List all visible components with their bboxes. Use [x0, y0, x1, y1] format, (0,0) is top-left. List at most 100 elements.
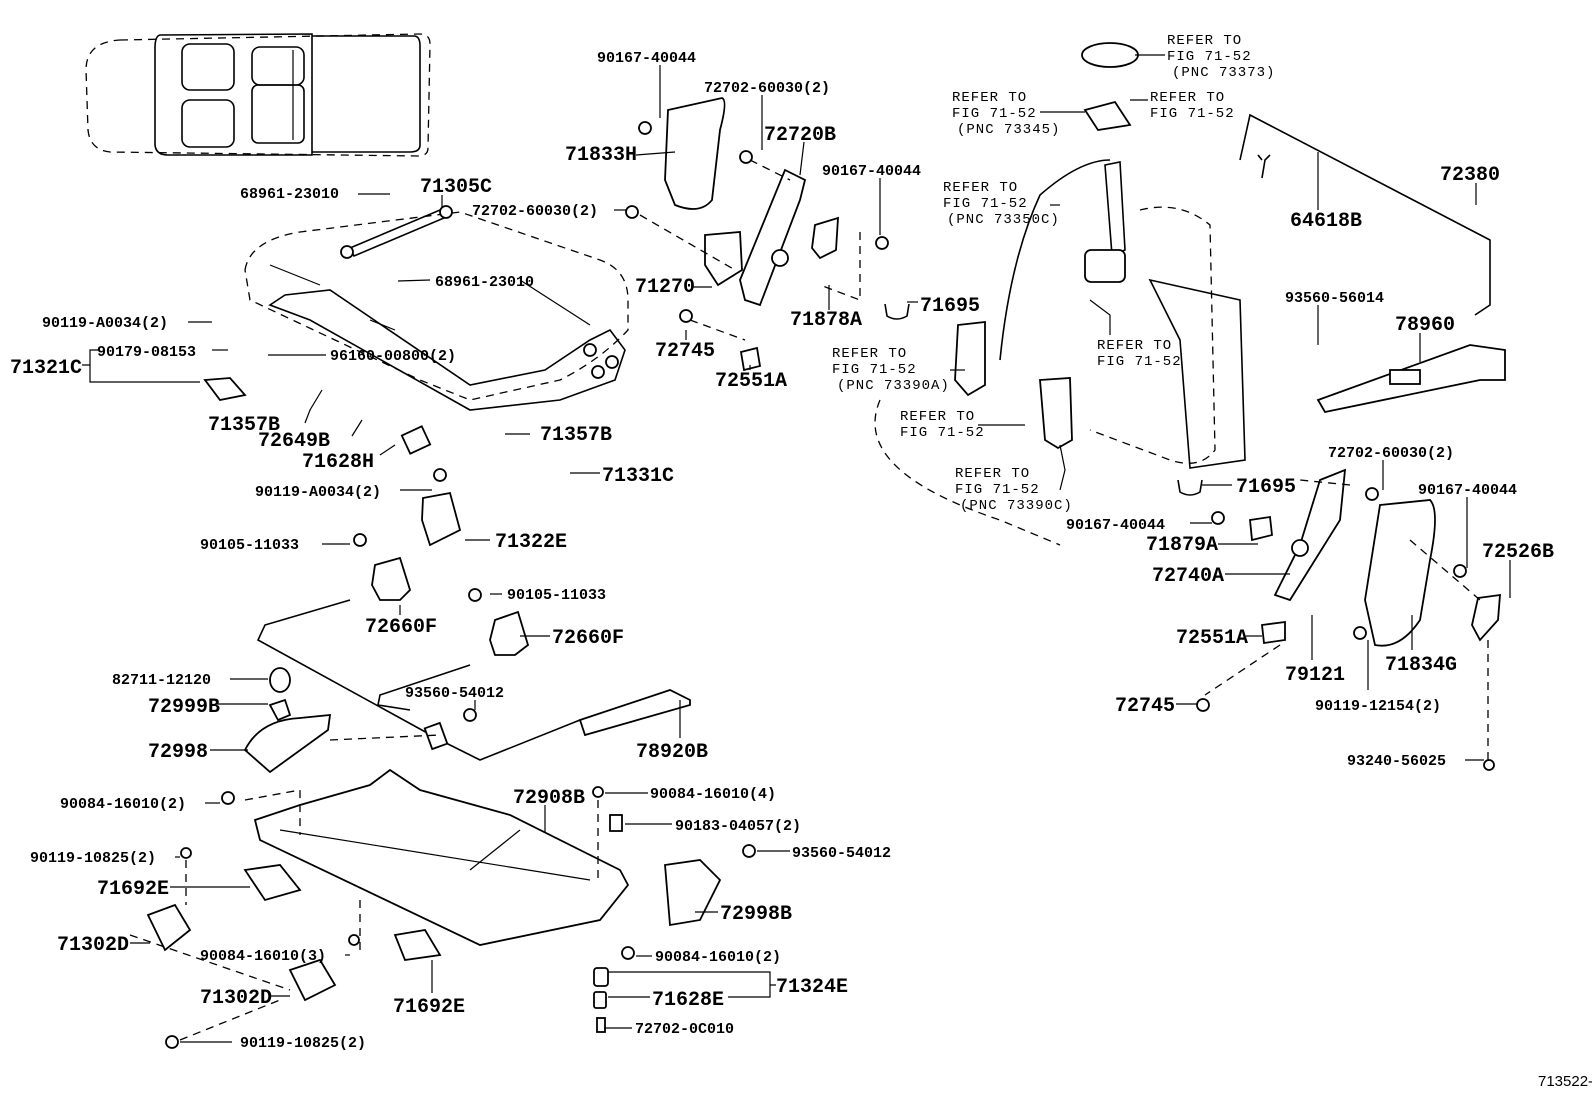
- callout-71628E: 71628E: [652, 989, 724, 1012]
- callout-71833H: 71833H: [565, 144, 637, 167]
- callout-72999B: 72999B: [148, 696, 220, 719]
- hinge-cover-and-bracket: [625, 97, 889, 372]
- callout-71692E: 71692E: [393, 996, 465, 1019]
- leader-lines: [82, 54, 1511, 1043]
- callout-93560-56014: 93560-56014: [1285, 290, 1384, 307]
- callout-72740A: 72740A: [1152, 565, 1224, 588]
- callout-90105-11033: 90105-11033: [507, 587, 606, 604]
- reference-notes: REFER TO FIG 71-52 (PNC 73373) REFER TO …: [832, 33, 1275, 514]
- vehicle-locator-outline: [85, 33, 431, 157]
- callout-90084-16010: 90084-16010(2): [60, 796, 186, 813]
- callout-93240-56025: 93240-56025: [1347, 753, 1446, 770]
- callout-72745: 72745: [1115, 695, 1175, 718]
- callout-72702-60030: 72702-60030(2): [1328, 445, 1454, 462]
- reference-line: FIG 71-52: [900, 425, 985, 441]
- callout-78920B: 78920B: [636, 741, 708, 764]
- callout-71324E: 71324E: [776, 976, 848, 999]
- callout-72702-0C010: 72702-0C010: [635, 1021, 734, 1038]
- callout-68961-23010: 68961-23010: [240, 186, 339, 203]
- callout-71878A: 71878A: [790, 309, 862, 332]
- reference-line: FIG 71-52: [832, 362, 917, 378]
- callout-71302D: 71302D: [57, 934, 129, 957]
- callout-71321C: 71321C: [10, 357, 82, 380]
- reference-line: REFER TO: [943, 180, 1018, 196]
- callout-71695: 71695: [1236, 476, 1296, 499]
- callout-72908B: 72908B: [513, 787, 585, 810]
- callout-72702-60030: 72702-60030(2): [704, 80, 830, 97]
- callout-90119-12154: 90119-12154(2): [1315, 698, 1441, 715]
- callout-72526B: 72526B: [1482, 541, 1554, 564]
- figure-id: 713522-F: [1538, 1073, 1592, 1090]
- reference-note: REFER TO FIG 71-52 (PNC 73390A): [832, 346, 950, 394]
- reference-note: REFER TO FIG 71-52 (PNC 73350C): [943, 180, 1060, 228]
- callout-71357B: 71357B: [540, 424, 612, 447]
- callout-90167-40044: 90167-40044: [597, 50, 696, 67]
- callout-79121: 79121: [1285, 664, 1345, 687]
- reference-note: REFER TO FIG 71-52: [1097, 338, 1182, 370]
- callout-71302D: 71302D: [200, 987, 272, 1010]
- callout-71305C: 71305C: [420, 176, 492, 199]
- reference-line: (PNC 73345): [957, 122, 1060, 138]
- reference-line: (PNC 73390C): [960, 498, 1073, 514]
- callout-90167-40044: 90167-40044: [1066, 517, 1165, 534]
- reference-line: FIG 71-52: [1150, 106, 1235, 122]
- callout-71331C: 71331C: [602, 465, 674, 488]
- part-callouts: 90167-40044 72702-60030(2) 72720B 71833H…: [10, 50, 1554, 1052]
- seat-back-frame-and-belts: [874, 42, 1246, 546]
- strap-78960: [1316, 344, 1506, 414]
- reference-line: (PNC 73350C): [947, 212, 1060, 228]
- reference-note: REFER TO FIG 71-52 (PNC 73373): [1167, 33, 1275, 81]
- reference-line: REFER TO: [1150, 90, 1225, 106]
- callout-71270: 71270: [635, 276, 695, 299]
- callout-72649B: 72649B: [258, 430, 330, 453]
- reference-line: REFER TO: [1097, 338, 1172, 354]
- callout-90084-16010: 90084-16010(2): [655, 949, 781, 966]
- reference-line: REFER TO: [952, 90, 1027, 106]
- reference-line: (PNC 73390A): [837, 378, 950, 394]
- callout-72745: 72745: [655, 340, 715, 363]
- callout-71834G: 71834G: [1385, 654, 1457, 677]
- callout-90119-A0034: 90119-A0034(2): [42, 315, 168, 332]
- callout-72380: 72380: [1440, 164, 1500, 187]
- reference-line: REFER TO: [1167, 33, 1242, 49]
- callout-90179-08153: 90179-08153: [97, 344, 196, 361]
- callout-64618B: 64618B: [1290, 210, 1362, 233]
- reference-line: FIG 71-52: [955, 482, 1040, 498]
- callout-72702-60030: 72702-60030(2): [472, 203, 598, 220]
- latch-and-cable: [203, 377, 691, 774]
- callout-71322E: 71322E: [495, 531, 567, 554]
- reference-note: REFER TO FIG 71-52 (PNC 73390C): [955, 466, 1073, 514]
- reference-line: FIG 71-52: [952, 106, 1037, 122]
- seat-cushion-frame: [244, 205, 629, 411]
- reference-line: (PNC 73373): [1172, 65, 1275, 81]
- callout-82711-12120: 82711-12120: [112, 672, 211, 689]
- callout-68961-23010: 68961-23010: [435, 274, 534, 291]
- callout-90119-A0034: 90119-A0034(2): [255, 484, 381, 501]
- callout-90167-40044: 90167-40044: [1418, 482, 1517, 499]
- reference-line: FIG 71-52: [943, 196, 1028, 212]
- callout-72551A: 72551A: [715, 370, 787, 393]
- seat-bottom-tray: [129, 768, 756, 1049]
- callout-72660F: 72660F: [365, 616, 437, 639]
- reference-line: FIG 71-52: [1097, 354, 1182, 370]
- right-hinge-assembly: [884, 303, 1501, 771]
- reference-line: REFER TO: [900, 409, 975, 425]
- reference-line: REFER TO: [832, 346, 907, 362]
- callout-71879A: 71879A: [1146, 534, 1218, 557]
- reference-line: REFER TO: [955, 466, 1030, 482]
- callout-71695: 71695: [920, 295, 980, 318]
- callout-90084-16010: 90084-16010(3): [200, 948, 326, 965]
- reference-note: REFER TO FIG 71-52: [900, 409, 985, 441]
- callout-90119-10825: 90119-10825(2): [240, 1035, 366, 1052]
- callout-72998: 72998: [148, 741, 208, 764]
- callout-71628H: 71628H: [302, 451, 374, 474]
- reference-line: FIG 71-52: [1167, 49, 1252, 65]
- callout-90084-16010: 90084-16010(4): [650, 786, 776, 803]
- callout-72660F: 72660F: [552, 627, 624, 650]
- lock-cable-72380: [1239, 113, 1491, 316]
- callout-90119-10825: 90119-10825(2): [30, 850, 156, 867]
- callout-72998B: 72998B: [720, 903, 792, 926]
- callout-71357B: 71357B: [208, 414, 280, 437]
- callout-90183-04057: 90183-04057(2): [675, 818, 801, 835]
